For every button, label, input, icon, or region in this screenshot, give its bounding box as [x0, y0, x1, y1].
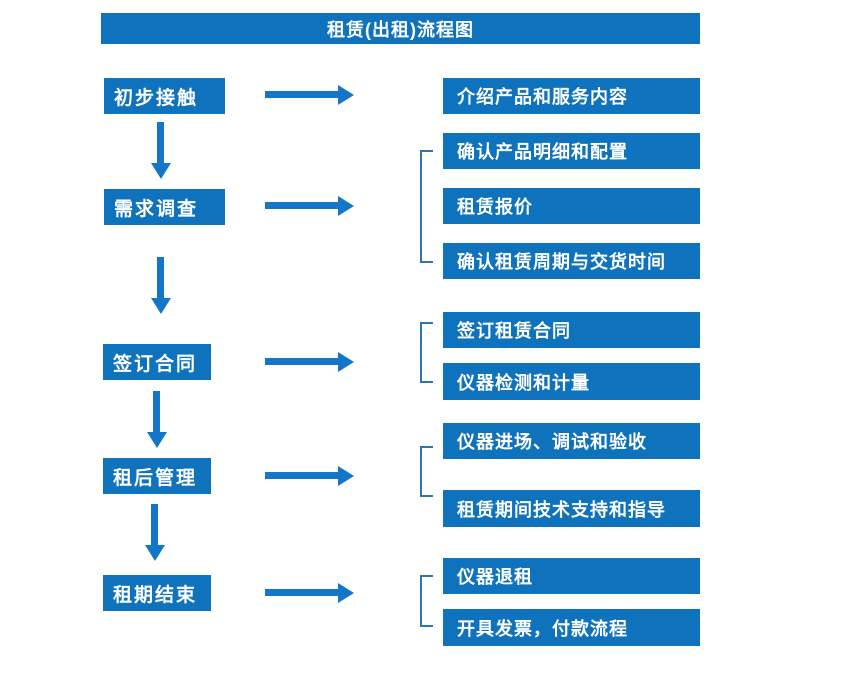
output-box: 仪器退租: [443, 558, 700, 594]
arrow-head: [338, 85, 354, 105]
bracket-stub: [420, 575, 433, 577]
output-box: 确认租赁周期与交货时间: [443, 243, 700, 279]
bracket-stub: [420, 261, 433, 263]
arrow-head: [338, 466, 354, 486]
step-box-demand-survey: 需求调查: [104, 189, 225, 225]
down-arrow-icon: [145, 504, 165, 561]
bracket-line: [420, 446, 422, 497]
arrow-head: [338, 583, 354, 603]
down-arrow-icon: [151, 257, 171, 314]
step-box-post-rental-management: 租后管理: [103, 458, 211, 494]
output-box: 租赁期间技术支持和指导: [443, 490, 700, 527]
step-box-initial-contact: 初步接触: [104, 78, 225, 114]
arrow-shaft: [265, 472, 338, 479]
group-bracket: [420, 446, 433, 497]
bracket-line: [420, 575, 422, 627]
step-box-rental-end: 租期结束: [103, 575, 211, 611]
output-box: 介绍产品和服务内容: [443, 78, 700, 114]
right-arrow-icon: [265, 466, 354, 486]
arrow-head: [151, 163, 171, 179]
output-box: 签订租赁合同: [443, 312, 700, 348]
output-box: 仪器检测和计量: [443, 363, 700, 400]
arrow-shaft: [157, 257, 164, 298]
right-arrow-icon: [265, 196, 354, 216]
arrow-shaft: [265, 358, 338, 365]
bracket-stub: [420, 625, 433, 627]
bracket-line: [420, 150, 422, 263]
arrow-shaft: [153, 391, 160, 432]
arrow-head: [338, 196, 354, 216]
bracket-line: [420, 322, 422, 383]
arrow-shaft: [265, 91, 338, 98]
arrow-head: [147, 432, 167, 448]
arrow-shaft: [265, 589, 338, 596]
flowchart-title: 租赁(出租)流程图: [101, 13, 700, 44]
output-box: 确认产品明细和配置: [443, 133, 700, 169]
bracket-stub: [420, 322, 433, 324]
right-arrow-icon: [265, 85, 354, 105]
arrow-head: [338, 352, 354, 372]
bracket-stub: [420, 381, 433, 383]
bracket-stub: [420, 150, 433, 152]
output-box: 仪器进场、调试和验收: [443, 423, 700, 459]
bracket-stub: [420, 446, 433, 448]
group-bracket: [420, 150, 433, 263]
down-arrow-icon: [151, 122, 171, 179]
group-bracket: [420, 322, 433, 383]
output-box: 租赁报价: [443, 188, 700, 224]
right-arrow-icon: [265, 583, 354, 603]
arrow-shaft: [265, 202, 338, 209]
arrow-head: [145, 545, 165, 561]
arrow-shaft: [151, 504, 158, 545]
bracket-stub: [420, 495, 433, 497]
arrow-shaft: [157, 122, 164, 163]
right-arrow-icon: [265, 352, 354, 372]
down-arrow-icon: [147, 391, 167, 448]
arrow-head: [151, 298, 171, 314]
step-box-sign-contract: 签订合同: [103, 344, 211, 380]
group-bracket: [420, 575, 433, 627]
output-box: 开具发票，付款流程: [443, 609, 700, 646]
